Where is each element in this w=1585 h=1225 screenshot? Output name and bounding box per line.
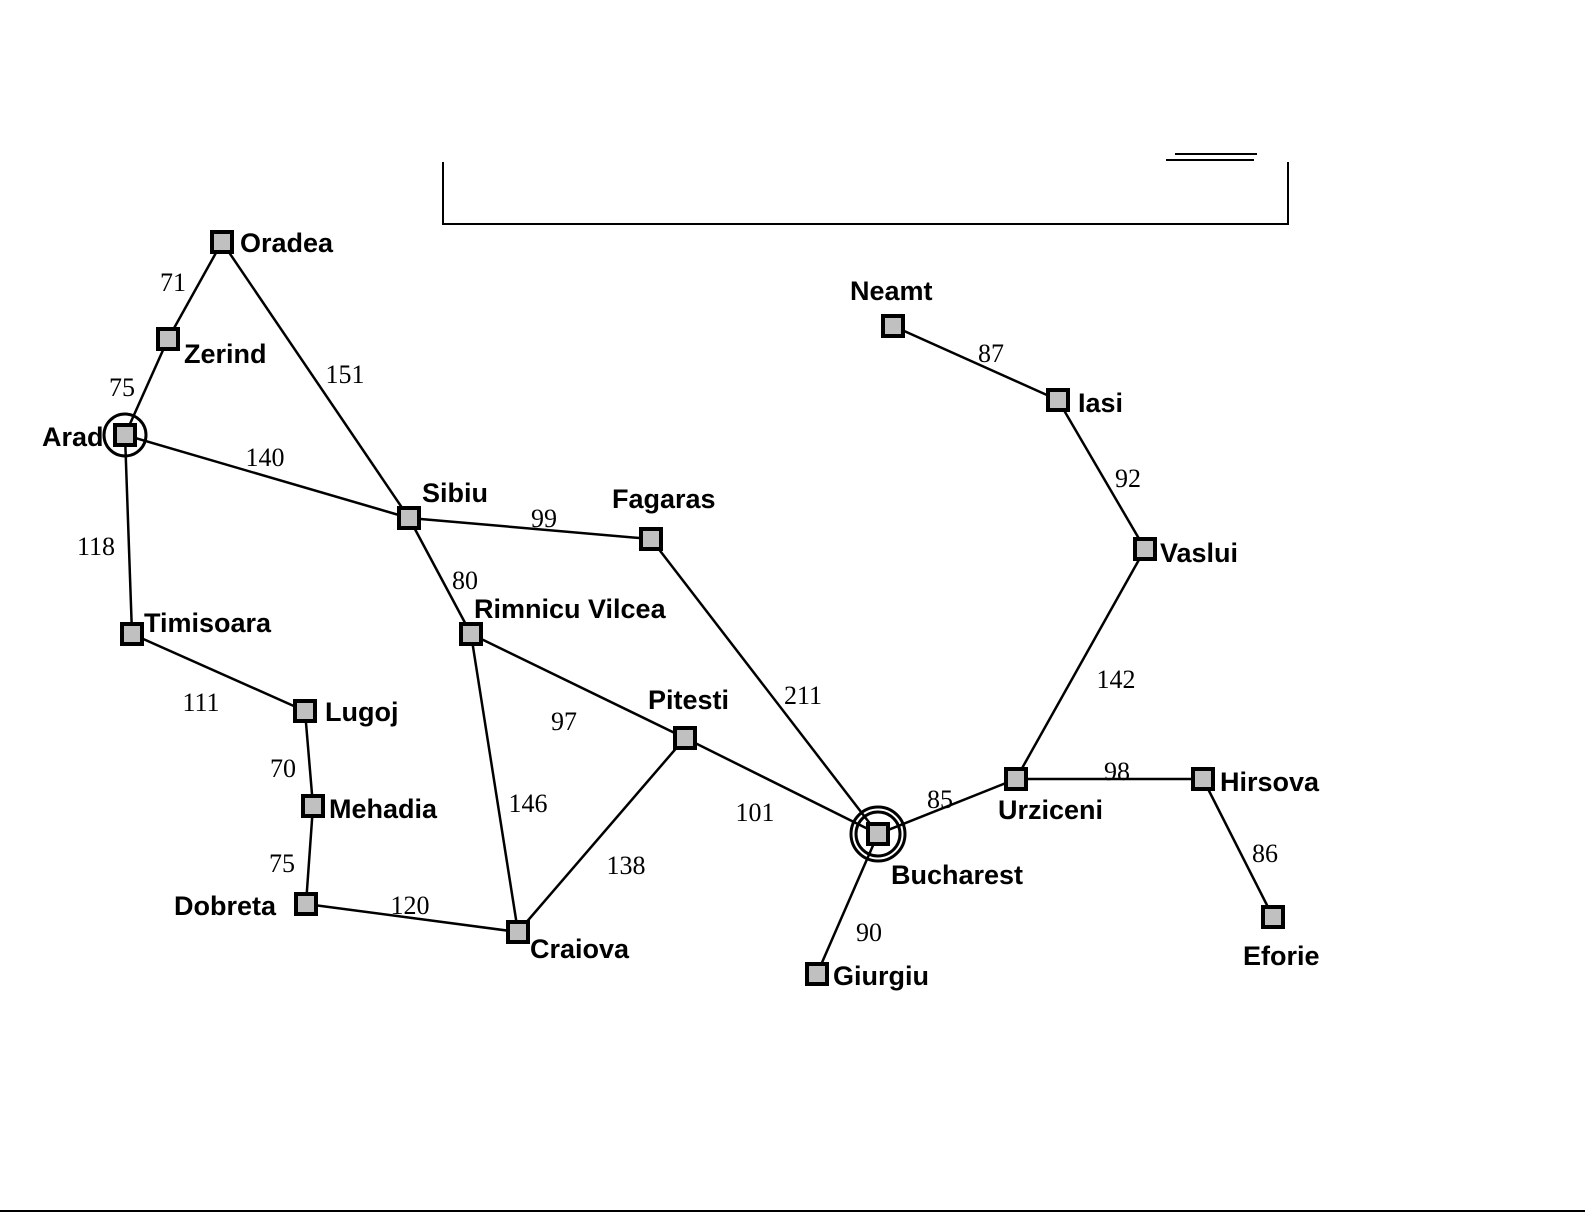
distance-label: 111 [182, 688, 219, 717]
city-label-craiova: Craiova [530, 934, 630, 964]
city-label-iasi: Iasi [1078, 388, 1123, 418]
city-node-giurgiu[interactable] [807, 964, 827, 984]
road-mehadia-dobreta [306, 806, 313, 904]
distance-label: 70 [270, 754, 296, 783]
distance-label: 138 [607, 851, 646, 880]
distance-label: 92 [1115, 464, 1141, 493]
city-node-timisoara[interactable] [122, 624, 142, 644]
city-node-mehadia[interactable] [303, 796, 323, 816]
city-label-fagaras: Fagaras [612, 484, 716, 514]
city-node-neamt[interactable] [883, 316, 903, 336]
distance-label: 146 [509, 789, 548, 818]
distance-label: 211 [784, 681, 822, 710]
distance-label: 90 [856, 918, 882, 947]
city-node-eforie[interactable] [1263, 907, 1283, 927]
city-node-bucharest[interactable] [868, 824, 888, 844]
city-node-dobreta[interactable] [296, 894, 316, 914]
city-node-rimnicu-vilcea[interactable] [461, 624, 481, 644]
city-label-dobreta: Dobreta [174, 891, 277, 921]
distance-label: 71 [160, 268, 186, 297]
city-label-rimnicu-vilcea: Rimnicu Vilcea [474, 594, 667, 624]
city-label-hirsova: Hirsova [1220, 767, 1320, 797]
city-label-zerind: Zerind [184, 339, 267, 369]
distance-label: 97 [551, 707, 577, 736]
distance-label: 86 [1252, 839, 1278, 868]
road-sibiu-fagaras [409, 518, 651, 539]
city-label-eforie: Eforie [1243, 941, 1320, 971]
distance-label: 80 [452, 566, 478, 595]
road-lugoj-mehadia [305, 711, 313, 806]
road-arad-timisoara [125, 435, 132, 634]
distance-label: 75 [269, 849, 295, 878]
road-craiova-pitesti [518, 738, 685, 932]
city-label-bucharest: Bucharest [891, 860, 1023, 890]
city-label-mehadia: Mehadia [329, 794, 438, 824]
city-node-fagaras[interactable] [641, 529, 661, 549]
city-node-sibiu[interactable] [399, 508, 419, 528]
distance-label: 151 [326, 360, 365, 389]
city-node-arad[interactable] [115, 425, 135, 445]
city-label-timisoara: Timisoara [144, 608, 272, 638]
distance-label: 85 [927, 785, 953, 814]
city-node-iasi[interactable] [1048, 390, 1068, 410]
city-node-craiova[interactable] [508, 922, 528, 942]
distance-label: 101 [736, 798, 775, 827]
city-label-vaslui: Vaslui [1160, 538, 1238, 568]
distance-label: 99 [531, 504, 557, 533]
city-node-hirsova[interactable] [1193, 769, 1213, 789]
city-label-oradea: Oradea [240, 228, 334, 258]
roads-layer [125, 242, 1273, 974]
city-label-neamt: Neamt [850, 276, 933, 306]
city-label-pitesti: Pitesti [648, 685, 729, 715]
city-label-giurgiu: Giurgiu [833, 961, 929, 991]
city-node-urziceni[interactable] [1006, 769, 1026, 789]
distance-label: 98 [1104, 757, 1130, 786]
city-label-arad: Arad [42, 422, 104, 452]
distance-label: 140 [246, 443, 285, 472]
city-label-lugoj: Lugoj [325, 697, 398, 727]
road-rimnicu-vilcea-craiova [471, 634, 518, 932]
distance-label: 120 [391, 891, 430, 920]
city-node-oradea[interactable] [212, 232, 232, 252]
city-node-pitesti[interactable] [675, 728, 695, 748]
city-label-urziceni: Urziceni [998, 795, 1103, 825]
city-node-vaslui[interactable] [1135, 539, 1155, 559]
road-pitesti-bucharest [685, 738, 878, 834]
frame-bracket [443, 162, 1288, 224]
distance-label: 118 [77, 532, 115, 561]
distance-label: 75 [109, 373, 135, 402]
city-node-zerind[interactable] [158, 329, 178, 349]
distance-label: 87 [978, 339, 1004, 368]
road-oradea-sibiu [222, 242, 409, 518]
city-node-lugoj[interactable] [295, 701, 315, 721]
distance-label: 142 [1097, 665, 1136, 694]
city-label-sibiu: Sibiu [422, 478, 488, 508]
road-iasi-neamt [893, 326, 1058, 400]
